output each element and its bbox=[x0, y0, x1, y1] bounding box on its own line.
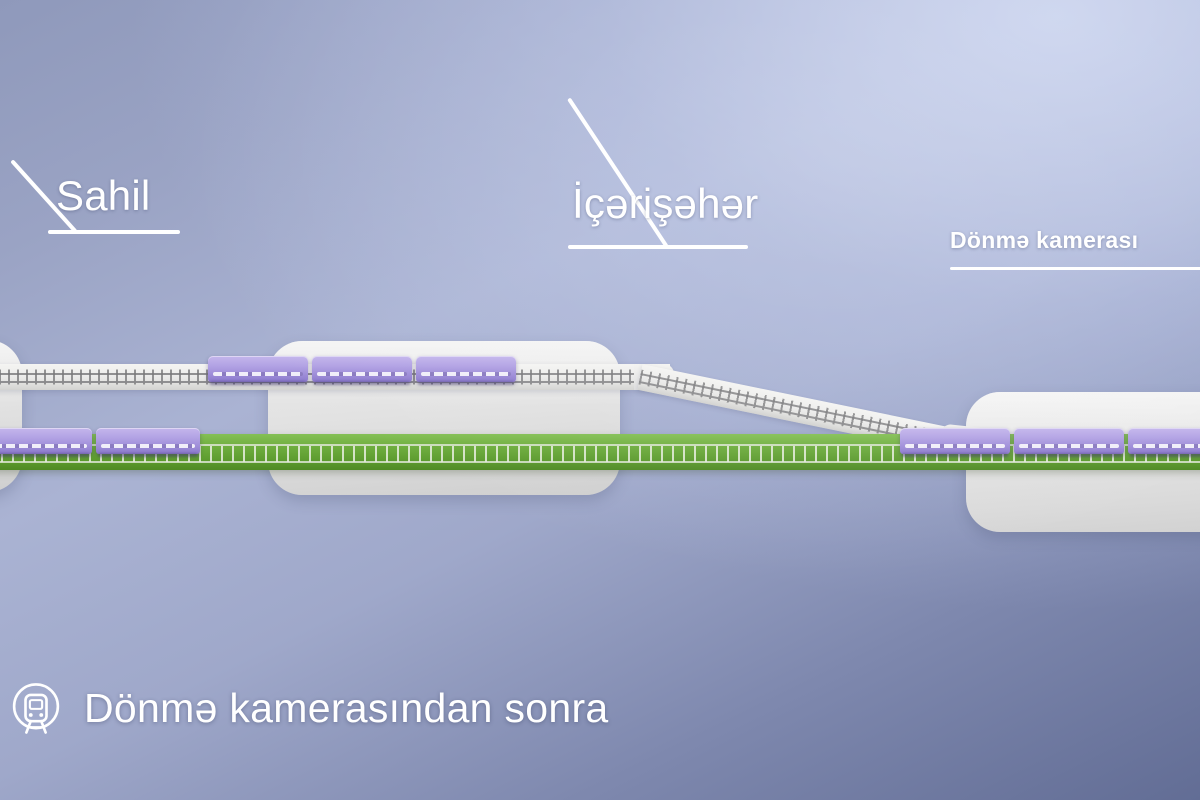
train-car bbox=[312, 356, 412, 382]
train-car bbox=[208, 356, 308, 382]
station-label-donme-kamerasi: Dönmə kamerası bbox=[950, 227, 1139, 253]
caption-bar: Dönmə kamerasından sonra bbox=[8, 680, 609, 736]
train-green-line-left bbox=[0, 428, 200, 454]
rail bbox=[0, 461, 1200, 463]
station-label-icerisheher: İçərişəhər bbox=[572, 180, 759, 227]
metro-train-circle-icon bbox=[12, 683, 60, 734]
train-car bbox=[96, 428, 200, 454]
sahil-leader-line-horizontal bbox=[48, 230, 180, 234]
train-green-line-right bbox=[900, 428, 1200, 454]
caption-text: Dönmə kamerasından sonra bbox=[84, 684, 609, 731]
train-car bbox=[416, 356, 516, 382]
icerisheher-leader-line-horizontal bbox=[568, 245, 748, 249]
station-label-sahil: Sahil bbox=[56, 172, 151, 219]
donme-kamerasi-underline bbox=[950, 267, 1200, 270]
train-upper-track bbox=[208, 356, 516, 382]
train-car bbox=[0, 428, 92, 454]
train-car bbox=[1128, 428, 1200, 454]
train-car bbox=[1014, 428, 1124, 454]
train-car bbox=[900, 428, 1010, 454]
rail bbox=[0, 444, 1200, 446]
